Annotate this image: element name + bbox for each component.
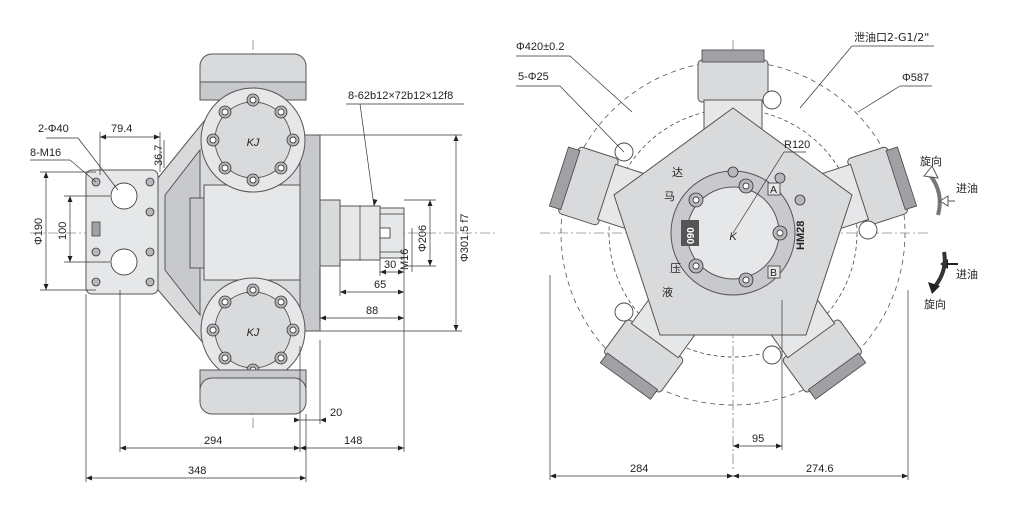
- logo-lower: KJ: [247, 327, 260, 339]
- dim-79-4: 79.4: [111, 123, 132, 135]
- plate-char-3: 马: [664, 190, 675, 203]
- dim-348: 348: [188, 465, 206, 477]
- dim-holes-2phi40: 2-Φ40: [38, 123, 69, 135]
- upper-cylinder: KJ: [199, 53, 307, 193]
- dim-drain-port: 泄油口2-G1/2": [854, 30, 929, 44]
- dim-phi587: Φ587: [902, 72, 929, 84]
- dim-95: 95: [752, 433, 764, 445]
- plate-char-4: 达: [672, 166, 683, 179]
- dim-284: 284: [630, 463, 648, 475]
- dim-spline: 8-62b12×72b12×12f8: [348, 90, 453, 102]
- side-view: KJ KJ: [30, 40, 498, 482]
- plate-char-2: 压: [670, 262, 681, 275]
- dim-r120: R120: [784, 139, 810, 151]
- flow-legend: [923, 165, 958, 294]
- dim-100: 100: [57, 222, 69, 240]
- dim-148: 148: [344, 435, 362, 447]
- front-view-dimensions: [516, 45, 934, 480]
- mount-flange: [85, 169, 159, 295]
- dim-8-m16: 8-M16: [30, 147, 61, 159]
- dim-5-phi25: 5-Φ25: [518, 71, 549, 83]
- dim-phi190: Φ190: [33, 218, 45, 245]
- dim-m16: M16: [399, 249, 411, 270]
- front-view: K HM28 090 A B 液 压 马 达: [516, 30, 978, 480]
- legend-inlet-bottom: 进油: [956, 267, 978, 281]
- legend-rotate-bottom: 旋向: [924, 297, 946, 311]
- plate-char-1: 液: [662, 285, 673, 299]
- logo-upper: KJ: [247, 137, 260, 149]
- dim-88: 88: [366, 305, 378, 317]
- mark-hm28: HM28: [795, 221, 807, 250]
- dim-30: 30: [384, 259, 396, 271]
- side-view-dimensions: [30, 103, 464, 482]
- dim-phi301-5: Φ301.5 f7: [459, 213, 471, 262]
- mark-k: K: [729, 231, 737, 243]
- legend-rotate-top: 旋向: [920, 154, 942, 168]
- mark-090: 090: [686, 227, 697, 244]
- dim-274-6: 274.6: [806, 463, 834, 475]
- lower-cylinder: KJ: [199, 277, 307, 415]
- mark-b: B: [770, 267, 777, 279]
- dim-20: 20: [330, 407, 342, 419]
- legend-inlet-top: 进油: [956, 181, 978, 195]
- dim-294: 294: [204, 435, 222, 447]
- dim-36-7: 36.7: [153, 145, 165, 166]
- dim-phi420: Φ420±0.2: [516, 41, 564, 53]
- mark-a: A: [770, 184, 777, 196]
- dim-65: 65: [374, 279, 386, 291]
- dim-phi206: Φ206: [417, 225, 429, 252]
